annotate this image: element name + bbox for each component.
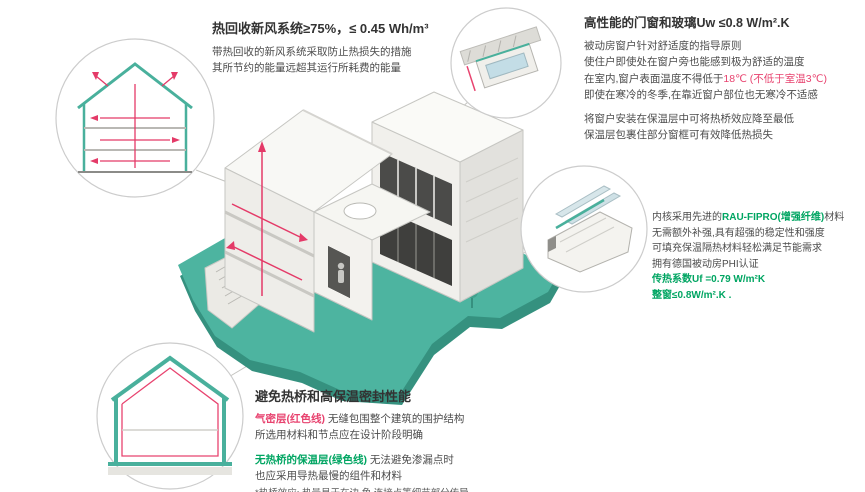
heat-recovery-line: 带热回收的新风系统采取防止热损失的措施 (212, 46, 412, 58)
ground-wall (313, 211, 373, 321)
heat-recovery-section: 热回收新风系统≥75%，≤ 0.45 Wh/m³ 带热回收的新风系统采取防止热损… (212, 18, 480, 77)
thermal-bridge-section: 避免热桥和高保温密封性能 气密层(红色线) 无缝包围整个建筑的围护结构 所选用材… (255, 386, 600, 492)
house-cut-face (224, 141, 315, 333)
spacer (584, 103, 860, 111)
profile-line: 内核采用先进的RAU-FIPRO(增强纤维)材料 (652, 212, 845, 223)
windows-line: 将窗户安装在保温层中可将热桥效应降至最低 (584, 113, 794, 126)
uw-value: 整窗≤0.8W/m².K . (652, 289, 732, 301)
heat-recovery-title: 热回收新风系统≥75%，≤ 0.45 Wh/m³ (212, 21, 429, 36)
profile-line: 拥有德国被动房PHI认证 (652, 258, 759, 270)
thermal-line: 也应采用导热最慢的组件和材料 (255, 469, 402, 482)
thermal-line: 无热桥的保温层(绿色线) 无法避免渗漏点时 (255, 453, 454, 466)
house-cutaway (224, 91, 524, 333)
windows-line: 被动房窗户针对舒适度的指导原则 (584, 40, 742, 52)
windows-line: 在室内,窗户表面温度不得低于18℃ (不低于室温3℃) (584, 72, 827, 85)
profile-line: 可填充保温隔热材料轻松满足节能需求 (652, 243, 822, 254)
window-temp-highlight: 18℃ (不低于室温3℃) (723, 72, 827, 85)
spacer (255, 444, 600, 452)
person-figure (337, 262, 345, 283)
windows-line: 使住户即使处在窗户旁也能感到极为舒适的温度 (584, 56, 805, 69)
windows-section: 高性能的门窗和玻璃Uw ≤0.8 W/m².K 被动房窗户针对舒适度的指导原则 … (584, 12, 860, 144)
profile-line: 无需额外补强,具有超强的稳定性和强度 (652, 227, 825, 239)
profile-section: 内核采用先进的RAU-FIPRO(增强纤维)材料 无需额外补强,具有超强的稳定性… (652, 210, 864, 303)
material-highlight: RAU-FIPRO(增强纤维) (722, 212, 825, 223)
thermal-line: 所选用材料和节点应在设计阶段明确 (255, 429, 423, 442)
window-profile-illustration (520, 165, 648, 293)
bathtub (343, 202, 377, 220)
airtight-layer-highlight: 气密层(红色线) (255, 413, 325, 425)
heat-recovery-line: 其所节约的能量远超其运行所耗费的能量 (212, 62, 401, 75)
thermal-line: 气密层(红色线) 无缝包围整个建筑的围护结构 (255, 413, 465, 425)
insulation-layer-highlight: 无热桥的保温层(绿色线) (255, 453, 367, 466)
insulation-section-illustration (96, 342, 244, 490)
windows-line: 保温层包裹住部分窗框可有效降低热损失 (584, 129, 773, 142)
ventilation-section-illustration (55, 38, 215, 198)
ventilation-arrows (90, 72, 180, 168)
uf-value: 传热系数Uf =0.79 W/m²K (652, 274, 766, 285)
windows-title: 高性能的门窗和玻璃Uw ≤0.8 W/m².K (584, 16, 790, 30)
thermal-bridge-title: 避免热桥和高保温密封性能 (255, 389, 412, 404)
ventilation-ducts (231, 152, 303, 296)
windows-line: 即使在寒冷的冬季,在靠近窗户部位也无寒冷不适感 (584, 88, 818, 101)
thermal-footnote: *热桥效应: 热量易于在边,角,连接点等细节部分传导 (255, 487, 600, 492)
window-corner-illustration (450, 7, 562, 119)
